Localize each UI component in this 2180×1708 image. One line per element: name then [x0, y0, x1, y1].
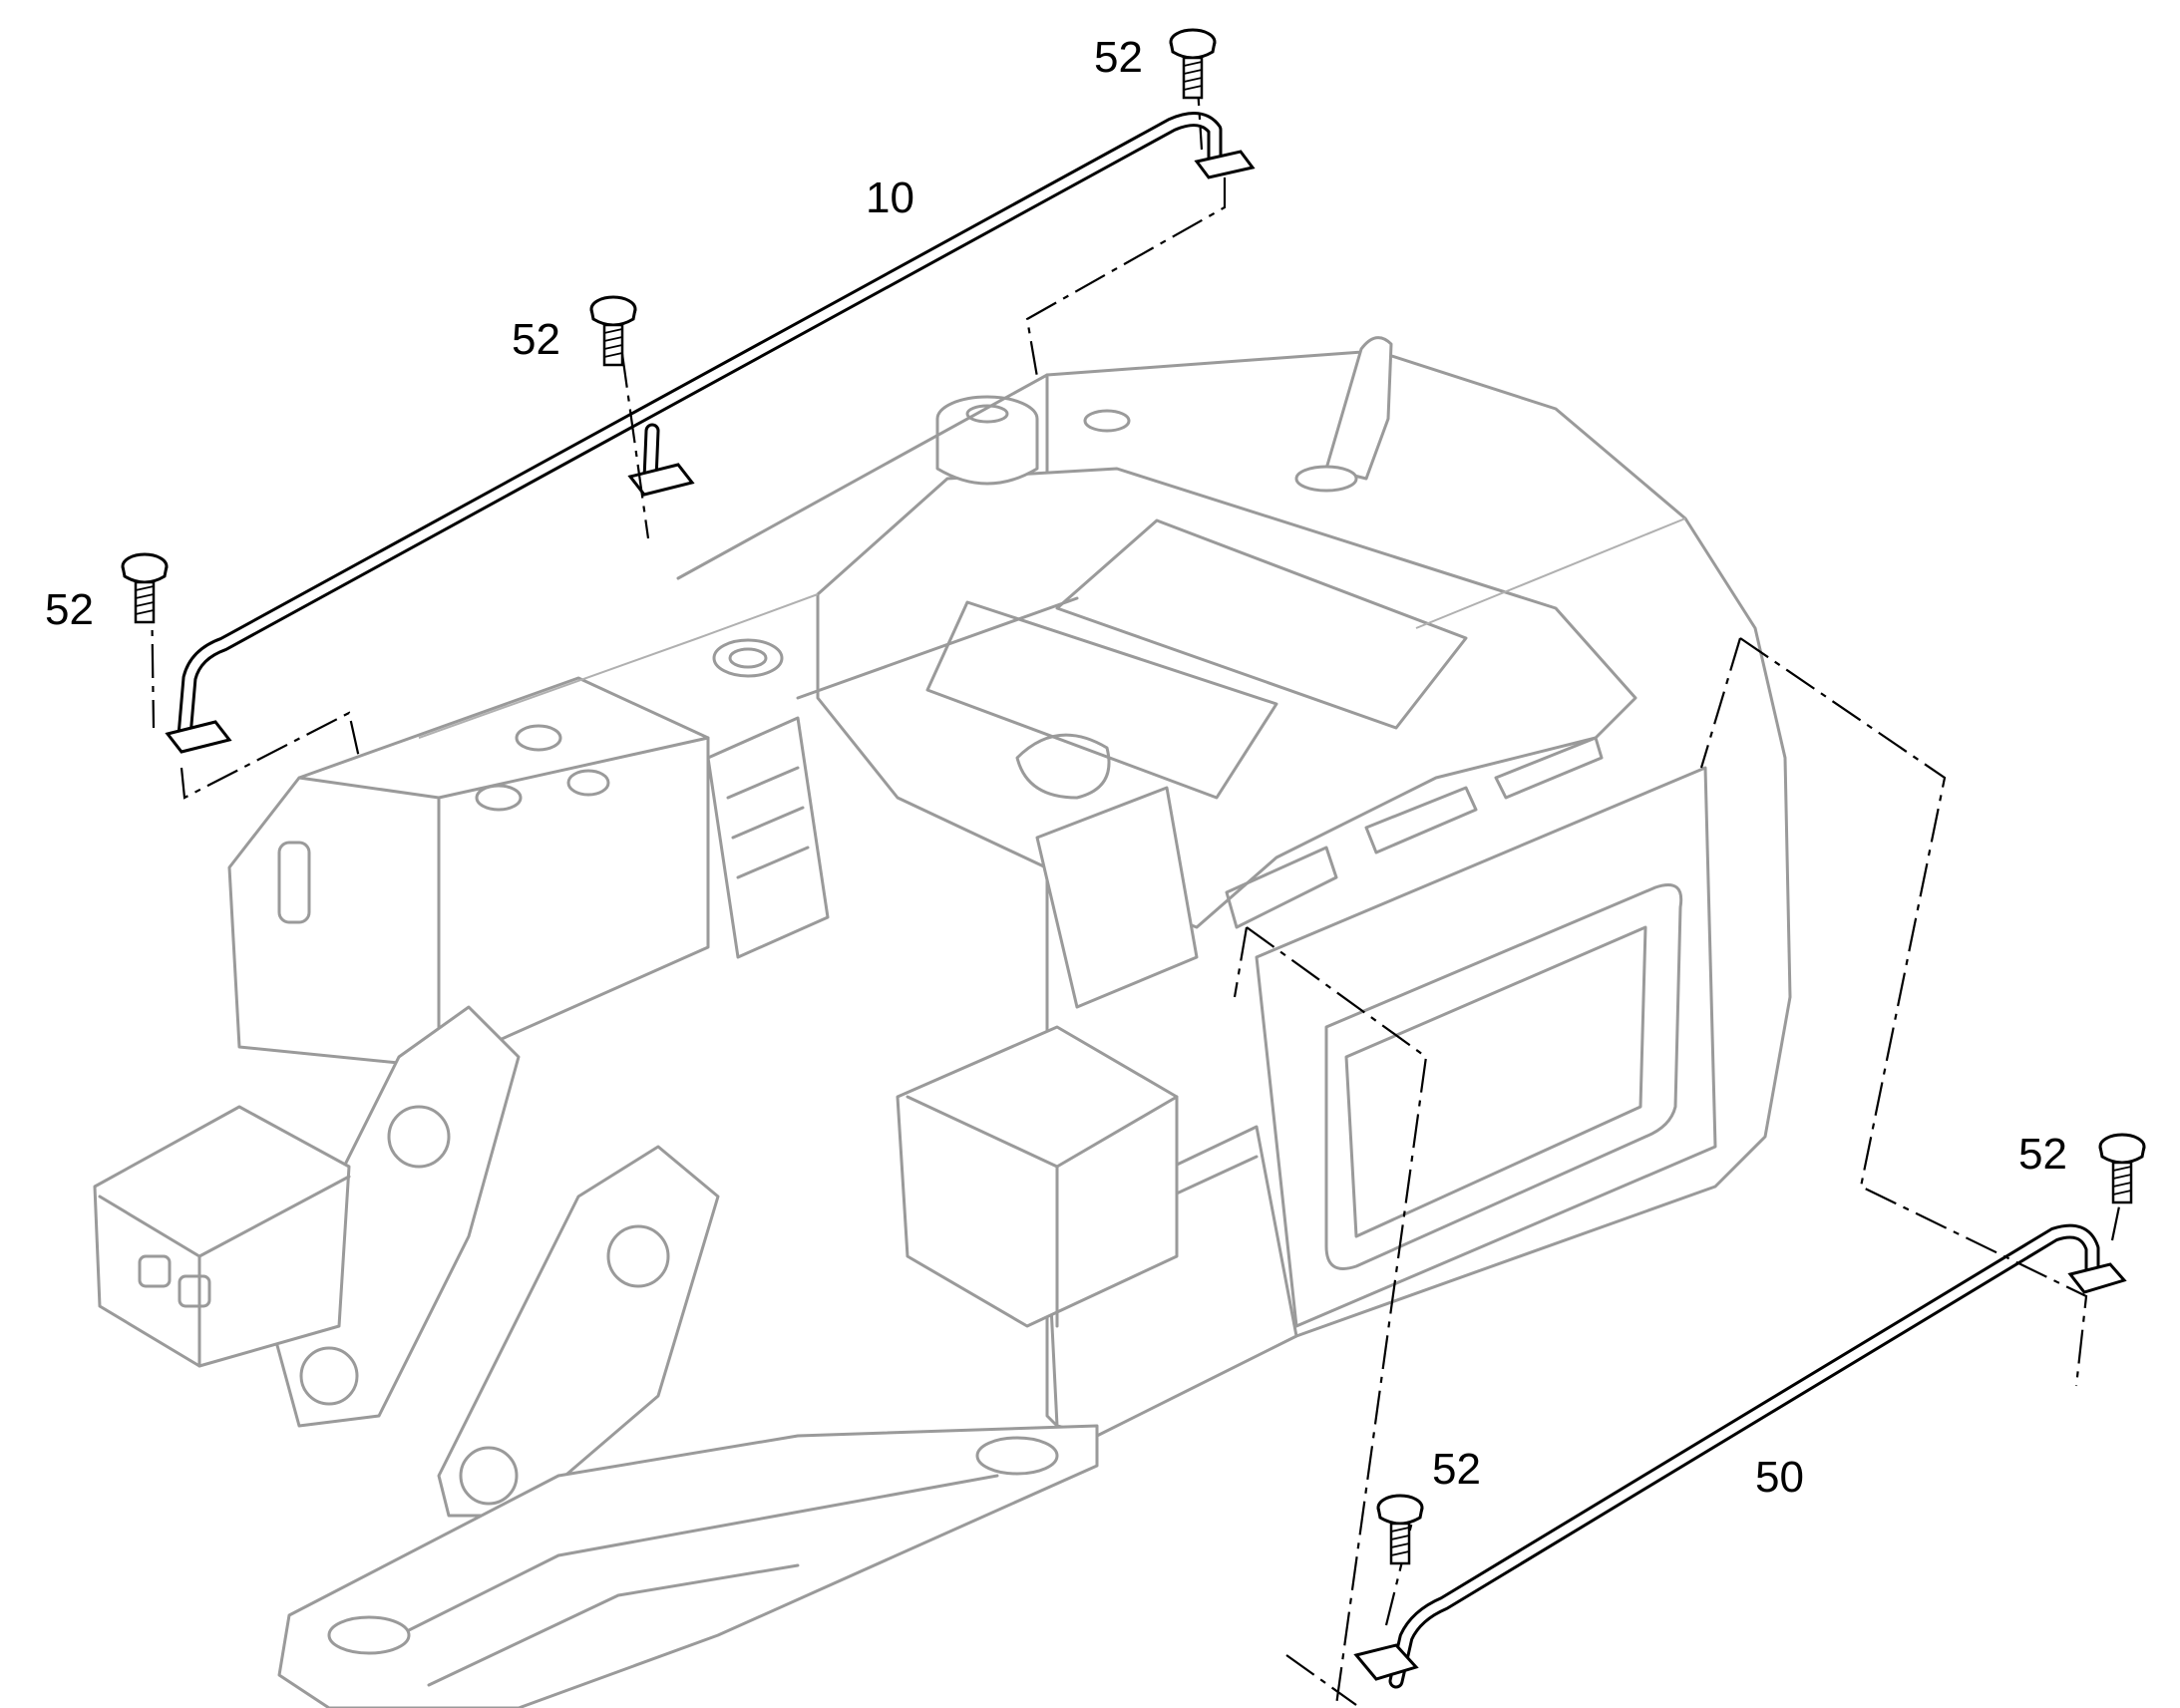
bolt-lower [1376, 1494, 1424, 1565]
callout-left-bolt: 52 [45, 585, 94, 634]
handrail-bottom-foot-right [2067, 1262, 2127, 1294]
handrail-top [165, 112, 1256, 754]
handrail-bottom-foot-left [1353, 1643, 1419, 1681]
callout-top-rail: 10 [866, 173, 914, 222]
bolt-left [121, 552, 169, 624]
handrail-top-foot-right [1194, 150, 1256, 179]
bolt-top-right [1169, 28, 1217, 100]
callout-bottom-rail: 50 [1755, 1453, 1804, 1502]
machine-upperstructure [93, 336, 1792, 1708]
callout-top-right-bolt: 52 [1094, 33, 1143, 82]
bolt-middle [589, 295, 637, 367]
callout-middle-bolt: 52 [512, 315, 560, 364]
callout-right-bolt: 52 [2018, 1130, 2067, 1179]
handrail-top-foot-left [165, 720, 232, 754]
callout-lower-bolt: 52 [1432, 1445, 1481, 1494]
bolt-right [2098, 1133, 2146, 1204]
handrail-top-foot-middle [627, 463, 695, 497]
installation-lines [150, 71, 2121, 1706]
handrail-bottom [1353, 1223, 2127, 1689]
